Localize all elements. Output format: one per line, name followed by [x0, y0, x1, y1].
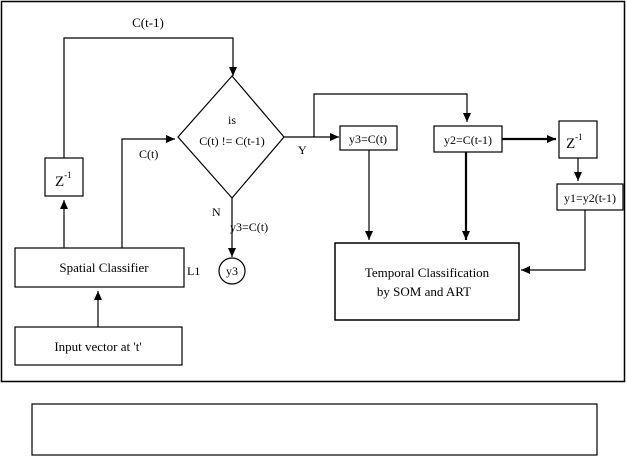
no-label: N [212, 205, 221, 219]
y3-circle-label: y3 [226, 264, 238, 278]
z-delay-right-label: Z-1 [566, 132, 583, 152]
diagram-frame [0, 0, 626, 383]
decision-is-label: is [228, 113, 236, 127]
y1-box-label: y1=y2(t-1) [564, 191, 616, 205]
arrow-yes-to-y2 [313, 93, 471, 137]
y3-output-circle [218, 257, 246, 285]
decision-condition-label: C(t) != C(t-1) [199, 134, 264, 148]
l1-label: L1 [187, 264, 200, 278]
y3-box-label: y3=C(t) [349, 132, 387, 146]
y2-box-label: y2=C(t-1) [444, 133, 492, 147]
temporal-label-line1: Temporal Classification [365, 265, 490, 280]
temporal-label-line2: by SOM and ART [377, 284, 471, 299]
input-vector-label: Input vector at 't' [54, 339, 141, 354]
y1-box [556, 183, 624, 211]
yes-label: Y [298, 143, 307, 157]
caption-box [31, 403, 598, 456]
ct-label: C(t) [139, 147, 158, 161]
ct-line [121, 135, 175, 248]
spatial-classifier-label: Spatial Classifier [59, 260, 149, 275]
feedback-line-top [63, 37, 237, 158]
spatial-classifier-box [14, 247, 185, 288]
temporal-classification-box [334, 242, 520, 321]
arrow-y1-to-temporal [521, 210, 586, 274]
z-delay-left-label: Z-1 [55, 170, 72, 190]
no-output-label: y3=C(t) [230, 220, 268, 234]
feedback-top-label: C(t-1) [132, 15, 164, 30]
